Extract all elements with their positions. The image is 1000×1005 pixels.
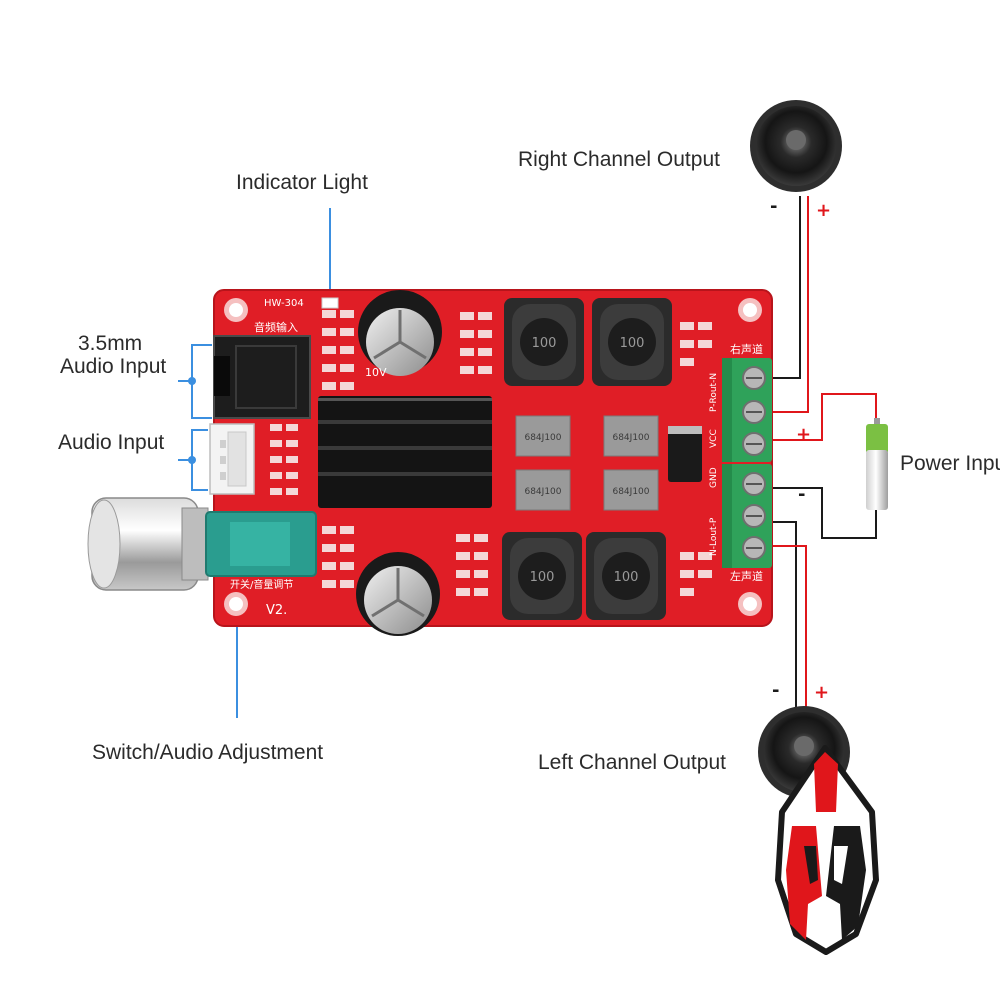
audio-jack-label-line1: 3.5mm — [78, 332, 143, 355]
right-negative-mark: - — [770, 196, 778, 217]
mounting-hole — [738, 592, 762, 616]
inductor: 100 — [502, 532, 582, 620]
left-negative-wire — [768, 521, 797, 712]
screw-terminal-upper — [722, 358, 772, 462]
board-left-label: 左声道 — [730, 569, 763, 583]
power-input-label: Power Input — [900, 452, 1000, 475]
terminal-label-vcc: VCC — [709, 429, 719, 448]
pcb-board: HW-304 音频输入 开关/音量调节 V2. 右声道 左声道 — [209, 289, 773, 636]
right-output-label: Right Channel Output — [518, 148, 720, 171]
capacitor-bottom — [356, 552, 440, 636]
mounting-hole — [224, 298, 248, 322]
left-positive-mark: + — [814, 682, 830, 703]
power-positive-mark: + — [796, 424, 812, 445]
power-positive-wire — [768, 393, 877, 441]
terminal-label-left: N-Lout-P — [709, 517, 719, 556]
audio-input-connector — [209, 423, 255, 495]
pointer-dot — [188, 456, 196, 464]
film-cap-value: 684J100 — [524, 433, 561, 443]
pointer-dot — [188, 377, 196, 385]
left-output-label: Left Channel Output — [538, 751, 726, 774]
film-cap-value: 684J100 — [612, 433, 649, 443]
inductor-value: 100 — [530, 570, 555, 585]
left-negative-mark: - — [772, 680, 780, 701]
battery — [866, 418, 888, 510]
mounting-hole — [738, 298, 762, 322]
inductor: 100 — [504, 298, 584, 386]
inductor-value: 100 — [620, 336, 645, 351]
capacitor-rating: 10V — [365, 366, 387, 379]
terminal-label-gnd: GND — [709, 467, 719, 488]
inductor: 100 — [592, 298, 672, 386]
terminal-label-right: P-Rout-N — [709, 373, 719, 412]
audio-input-label: Audio Input — [58, 431, 165, 454]
right-positive-mark: + — [816, 200, 832, 221]
audio-jack-label-line2: Audio Input — [60, 355, 167, 378]
board-right-label: 右声道 — [730, 342, 763, 356]
inductor-value: 100 — [614, 570, 639, 585]
power-negative-mark: - — [798, 484, 806, 505]
mounting-hole — [224, 592, 248, 616]
inductor-value: 100 — [532, 336, 557, 351]
audio-jack — [213, 335, 311, 419]
film-cap-value: 684J100 — [612, 487, 649, 497]
film-capacitor: 684J100 — [603, 415, 659, 457]
volume-knob — [87, 497, 317, 591]
left-positive-wire — [768, 545, 807, 712]
indicator-light-label: Indicator Light — [236, 171, 368, 194]
heatsink — [318, 396, 492, 508]
helmet-logo — [775, 745, 879, 955]
board-version: V2. — [266, 603, 287, 618]
board-knob-label: 开关/音量调节 — [230, 578, 293, 591]
film-capacitor: 684J100 — [515, 469, 571, 511]
smd-components — [270, 310, 712, 596]
wires — [768, 196, 877, 712]
board-model: HW-304 — [264, 298, 304, 309]
switch-adjust-label: Switch/Audio Adjustment — [92, 741, 324, 764]
right-positive-wire — [768, 196, 809, 413]
film-cap-value: 684J100 — [524, 487, 561, 497]
board-input-label: 音频输入 — [254, 320, 298, 334]
right-speaker — [750, 100, 842, 192]
screw-terminal-lower — [722, 464, 772, 568]
right-negative-wire — [768, 196, 801, 379]
power-negative-wire — [768, 487, 877, 539]
film-capacitor: 684J100 — [603, 469, 659, 511]
diode — [668, 426, 702, 482]
capacitor-top: 10V — [358, 290, 442, 379]
indicator-led — [321, 297, 339, 309]
film-capacitor: 684J100 — [515, 415, 571, 457]
inductor: 100 — [586, 532, 666, 620]
